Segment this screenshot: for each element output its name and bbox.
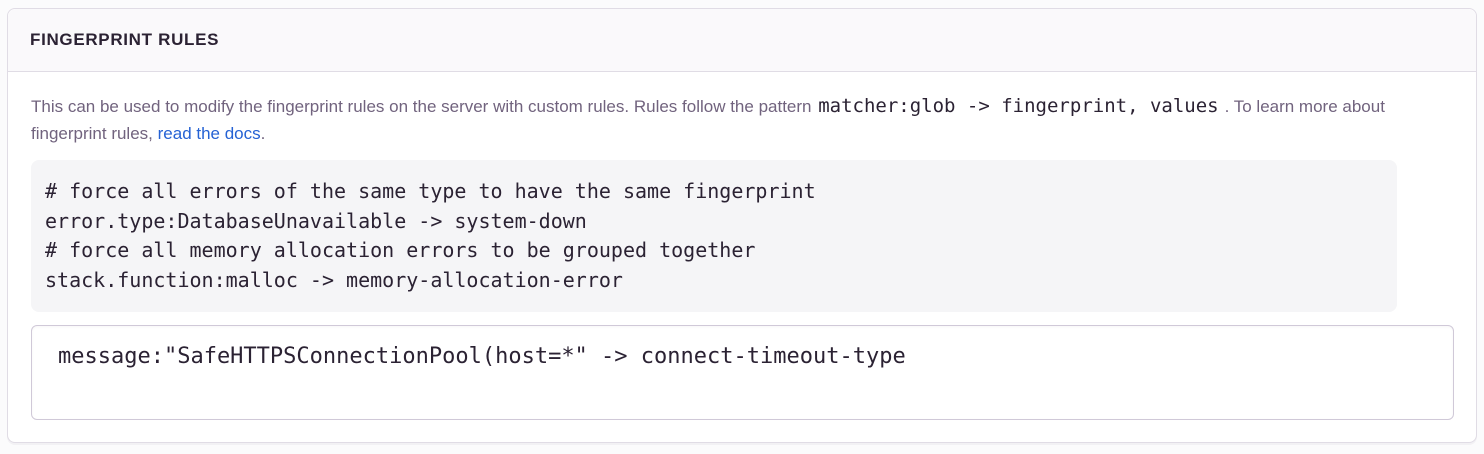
description-text-end: . <box>260 124 266 143</box>
description-text-start: This can be used to modify the fingerpri… <box>31 97 817 116</box>
fingerprint-rules-panel: FINGERPRINT RULES This can be used to mo… <box>7 8 1477 443</box>
example-code-block: # force all errors of the same type to h… <box>31 160 1397 312</box>
read-the-docs-link[interactable]: read the docs <box>157 124 261 143</box>
panel-body: This can be used to modify the fingerpri… <box>8 72 1476 441</box>
fingerprint-rules-textarea[interactable]: message:"SafeHTTPSConnectionPool(host=*"… <box>31 325 1454 420</box>
pattern-inline-code: matcher:glob -> fingerprint, values <box>818 95 1219 117</box>
panel-title: FINGERPRINT RULES <box>30 30 220 49</box>
panel-header: FINGERPRINT RULES <box>8 9 1476 72</box>
description-text-middle: . To learn more about fingerprint rules, <box>31 97 1385 143</box>
description-text: This can be used to modify the fingerpri… <box>31 93 1403 147</box>
